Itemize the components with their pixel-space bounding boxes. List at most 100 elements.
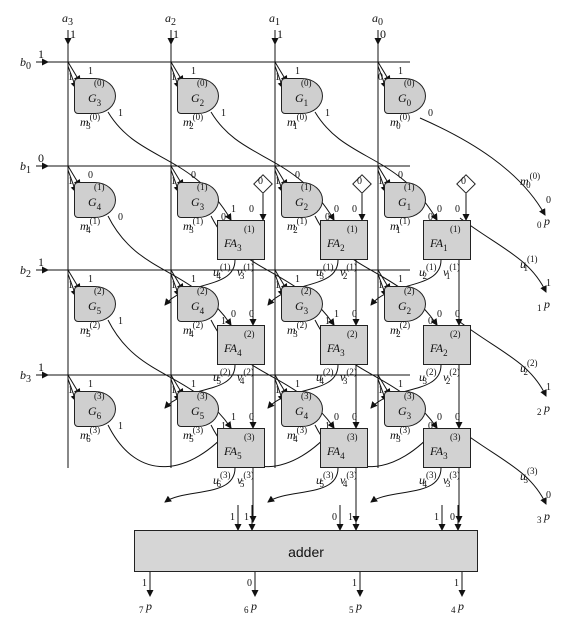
- gate-input-bit: 1: [191, 66, 196, 77]
- gate-input-bit: 1: [68, 280, 73, 291]
- gate-input-bit: 1: [295, 274, 300, 285]
- gate-input-bit: 1: [88, 379, 93, 390]
- side-output-wire: [459, 429, 547, 505]
- side-output-wire: [459, 321, 547, 397]
- gate-output-label: m(3)5: [183, 425, 204, 444]
- side-output-wire: [459, 217, 547, 293]
- input-a0-label: a0: [372, 11, 383, 28]
- gate-output-label: m(3)3: [390, 425, 411, 444]
- input-b2-label: b2: [20, 263, 31, 280]
- input-b2-value: 1: [38, 255, 44, 269]
- u-label: u(2)3: [419, 367, 437, 386]
- fa-input-bit: 0: [455, 412, 460, 423]
- gate-output-label: m(2)2: [390, 320, 411, 339]
- fa-carry-wire: [370, 259, 442, 306]
- side-output-bit: 0: [546, 195, 551, 206]
- fa-input-bit: 0: [352, 204, 357, 215]
- adder-output-bit: 0: [247, 578, 252, 589]
- input-b3-value: 1: [38, 360, 44, 374]
- product-bit-label: p7: [139, 599, 152, 615]
- adder-input-bit: 1: [434, 512, 439, 523]
- gate-input-bit: 1: [191, 379, 196, 390]
- input-b0-label: b0: [20, 55, 31, 72]
- gate-input-bit: 1: [68, 72, 73, 83]
- gate-output-bit: 0: [428, 108, 433, 119]
- gate-output-label: m(1)3: [183, 216, 204, 235]
- gate-output-label: m(3)4: [287, 425, 308, 444]
- adder-output-bit: 1: [454, 578, 459, 589]
- input-a3-label: a3: [62, 11, 73, 28]
- fa-input-bit: 0: [352, 412, 357, 423]
- adder-input-bit: 1: [244, 512, 249, 523]
- adder-label: adder: [288, 544, 324, 560]
- full-adder: FA2(1): [320, 220, 368, 260]
- u-label: u(3)6: [213, 470, 231, 489]
- side-output-label: u(3)3: [520, 466, 538, 485]
- fa-carry-wire: [267, 259, 339, 306]
- side-output-label: u(2)2: [520, 358, 538, 377]
- v-label: v(1)2: [340, 262, 357, 281]
- gate-input-bit: 0: [295, 170, 300, 181]
- gate-output-label: m(0)0: [390, 112, 411, 131]
- side-output-bit: 1: [546, 382, 551, 393]
- u-label: u(3)4: [419, 470, 437, 489]
- output-wire-p0: [419, 117, 546, 216]
- product-bit-label: p3: [537, 509, 550, 525]
- u-label: u(2)5: [213, 367, 231, 386]
- gate-input-bit: 1: [378, 385, 383, 396]
- gate-output-label: m(0)2: [183, 112, 204, 131]
- fa-carry-wire: [370, 364, 442, 409]
- input-a2-value: 1: [173, 27, 179, 41]
- fa-input-bit: 1: [231, 412, 236, 423]
- input-a0-value: 0: [380, 27, 386, 41]
- input-b1-value: 0: [38, 151, 44, 165]
- gate-input-bit: 1: [275, 72, 280, 83]
- full-adder: FA3(1): [217, 220, 265, 260]
- fa-input-bit: 0: [437, 204, 442, 215]
- fa-carry-wire: [267, 364, 339, 409]
- gate-input-bit: 1: [398, 274, 403, 285]
- side-output-bit: 0: [546, 490, 551, 501]
- gate-input-bit: 1: [171, 280, 176, 291]
- gate-input-bit: 1: [398, 379, 403, 390]
- gate-output-bit: 1: [221, 108, 226, 119]
- fa-input-bit: 0: [352, 309, 357, 320]
- gate-output-bit: 0: [428, 212, 433, 223]
- full-adder: FA3(2): [320, 325, 368, 365]
- gate-output-label: m(0)3: [80, 112, 101, 131]
- full-adder: FA4(3): [320, 428, 368, 468]
- full-adder: FA2(2): [423, 325, 471, 365]
- gate-output-bit: 0: [428, 316, 433, 327]
- full-adder: FA1(1): [423, 220, 471, 260]
- input-a3-value: 1: [70, 27, 76, 41]
- v-label: v(2)3: [340, 367, 357, 386]
- adder-input-bit: 0: [332, 512, 337, 523]
- u-label: u(1)4: [213, 262, 231, 281]
- side-output-label: u(1)1: [520, 254, 538, 273]
- gate-input-bit: 1: [295, 379, 300, 390]
- input-a1-value: 1: [277, 27, 283, 41]
- gate-input-bit: 1: [275, 385, 280, 396]
- gate-input-bit: 0: [398, 170, 403, 181]
- u-label: u(2)4: [316, 367, 334, 386]
- gate-input-bit: 1: [88, 274, 93, 285]
- v-label: v(1)1: [443, 262, 460, 281]
- gate-to-fa-wire: [107, 424, 232, 468]
- v-label: v(2)4: [237, 367, 254, 386]
- gate-output-label: m(1)2: [287, 216, 308, 235]
- and-gate: G2(0): [177, 78, 219, 114]
- gate-output-label: m(1)4: [80, 216, 101, 235]
- gate-output-label: m(3)6: [80, 425, 101, 444]
- gate-output-bit: 1: [118, 421, 123, 432]
- gate-input-bit: 1: [378, 280, 383, 291]
- v-label: v(3)3: [443, 470, 460, 489]
- gate-input-bit: 1: [88, 66, 93, 77]
- and-gate: G4(2): [177, 286, 219, 322]
- gate-output-bit: 0: [118, 212, 123, 223]
- input-a1-label: a1: [269, 11, 280, 28]
- side-output-bit: 1: [546, 278, 551, 289]
- adder-block: adder: [134, 530, 478, 572]
- gate-input-bit: 1: [275, 176, 280, 187]
- gate-output-bit: 1: [325, 316, 330, 327]
- fa-input-bit: 0: [249, 412, 254, 423]
